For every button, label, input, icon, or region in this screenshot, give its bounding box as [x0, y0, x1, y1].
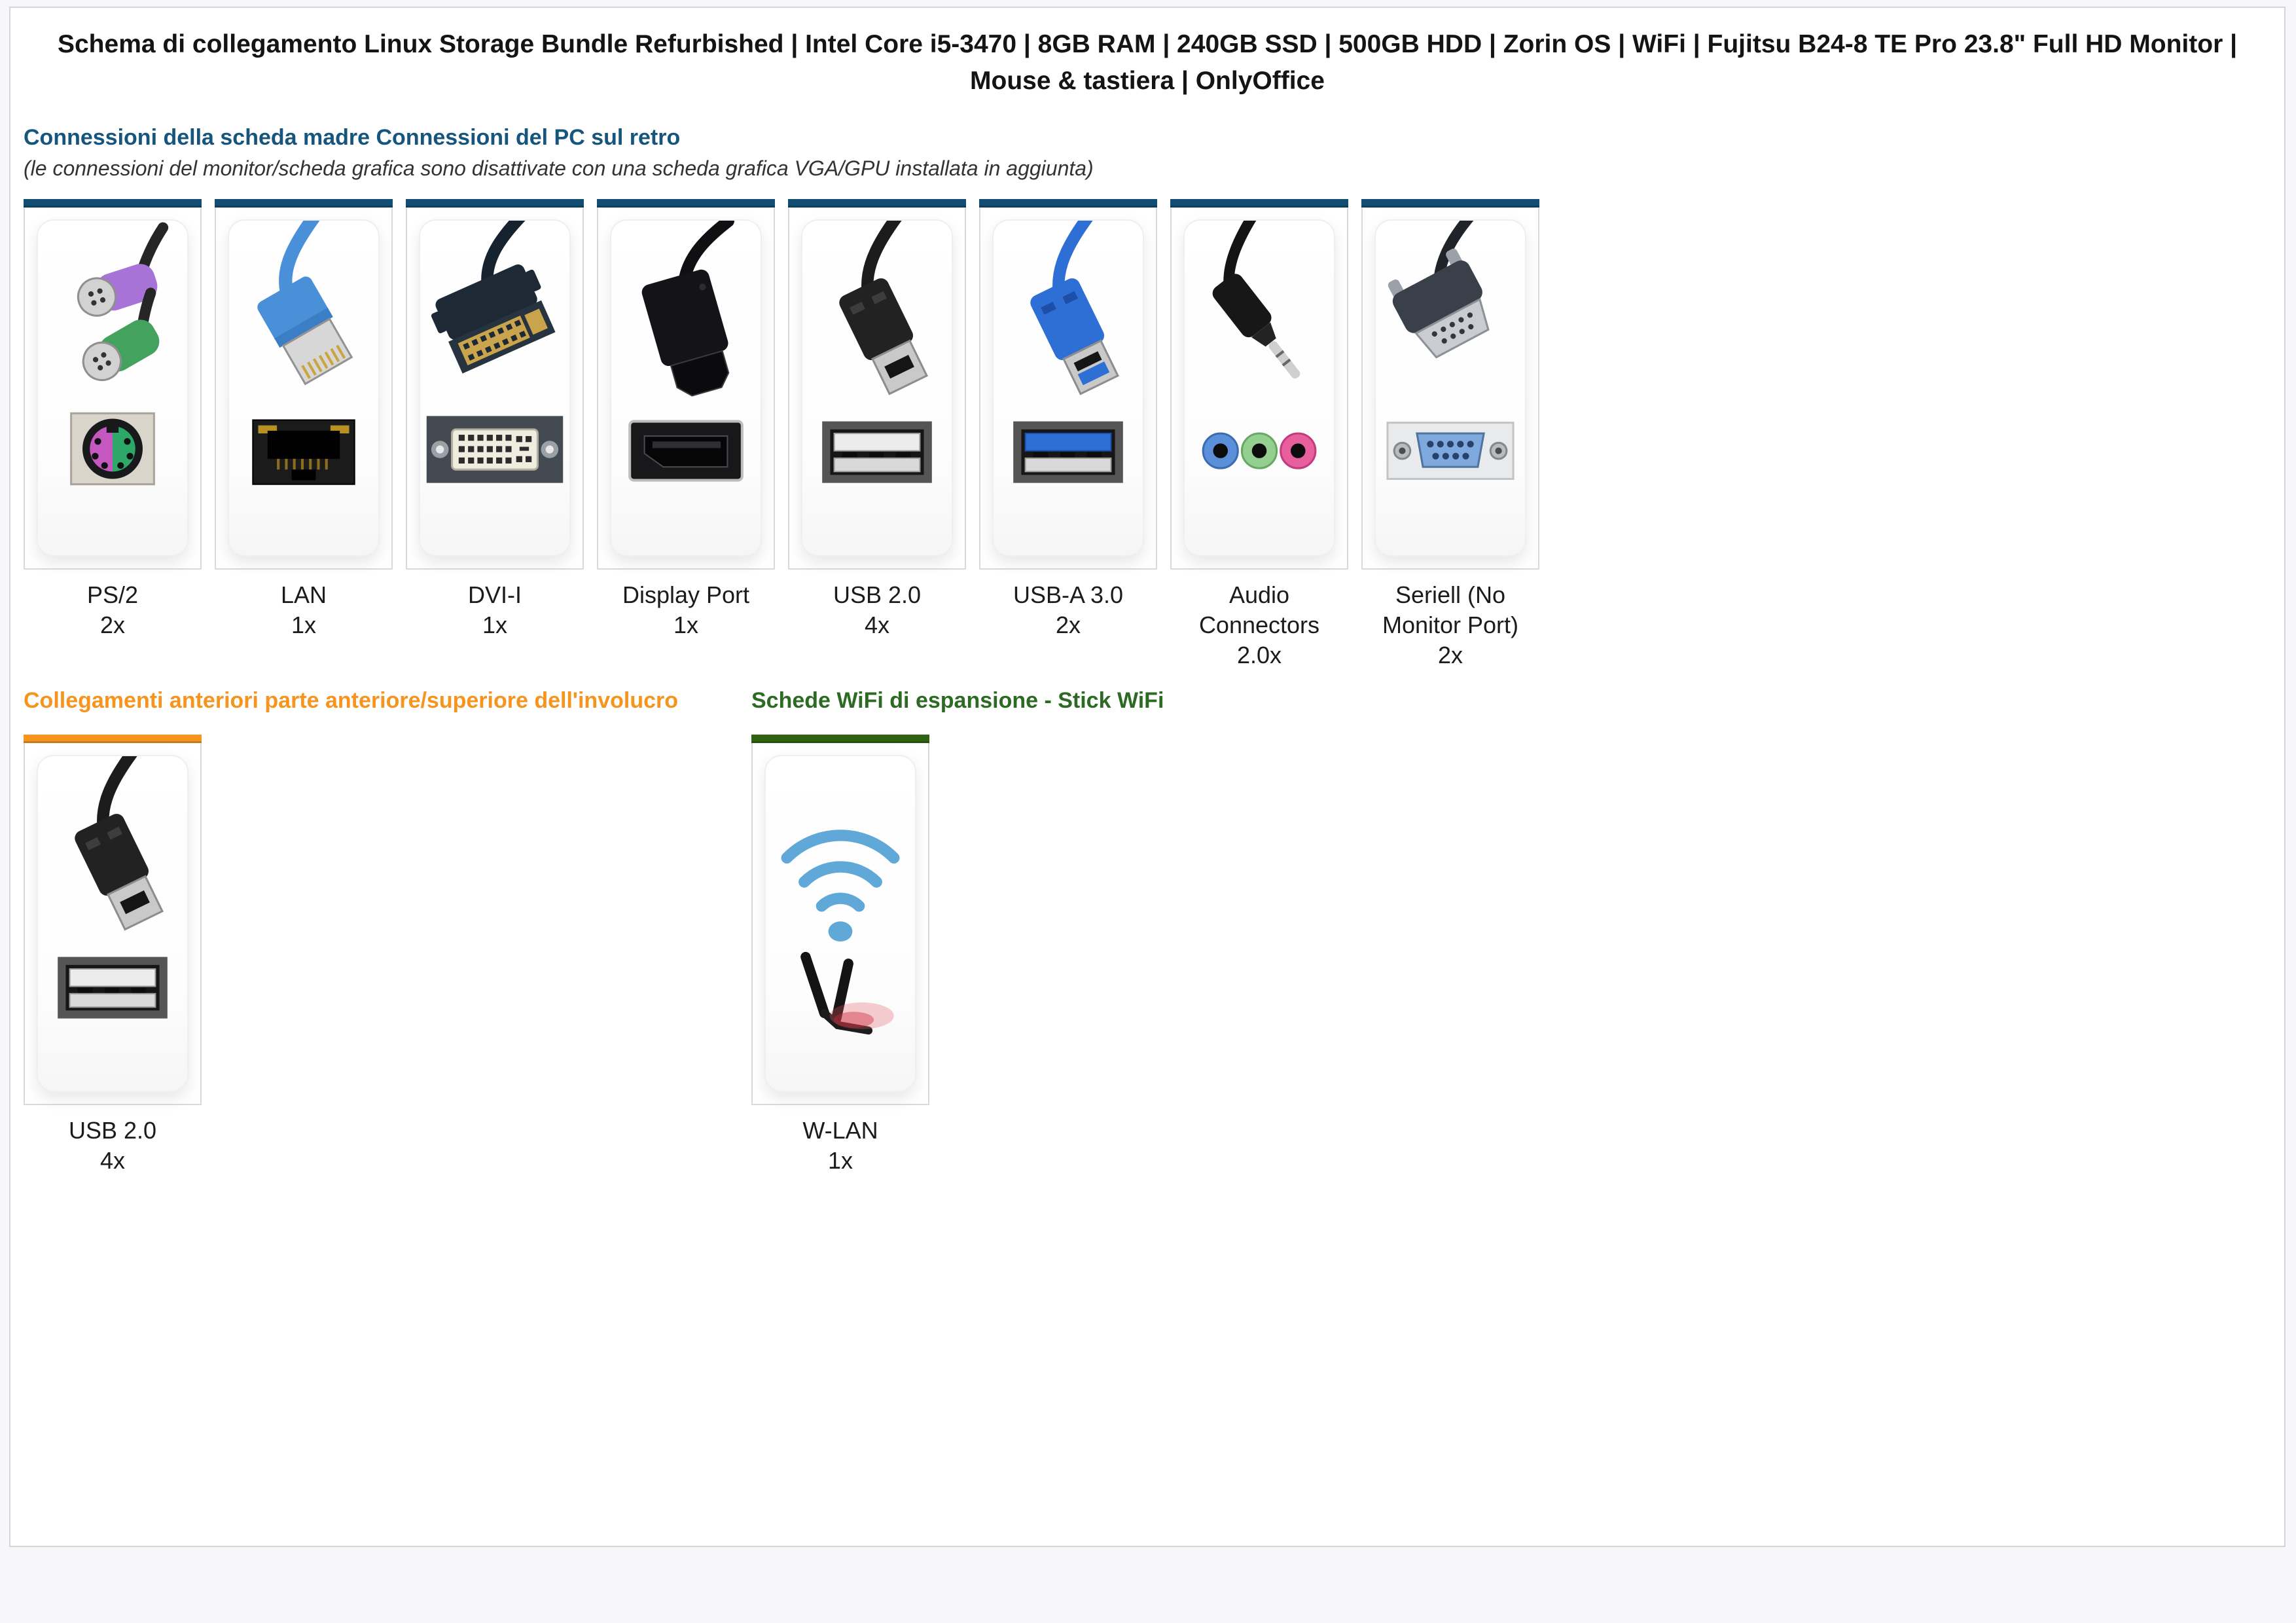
connector-card-dvi: DVI-I 1x — [406, 199, 584, 640]
connector-plate — [1374, 219, 1526, 556]
connector-count: 1x — [291, 611, 317, 638]
ps2-connector-image — [70, 222, 169, 486]
connector-plate — [1183, 219, 1335, 556]
wifi-card-row: W-LAN 1x — [751, 735, 1164, 1176]
audio-connector-image — [1202, 221, 1317, 469]
card-accent-bar — [751, 735, 929, 743]
connector-card-wlan: W-LAN 1x — [751, 735, 929, 1176]
front-card-row: USB 2.0 4x — [24, 735, 751, 1176]
connector-count: 2.0x — [1236, 642, 1282, 668]
connector-count: 4x — [864, 611, 890, 638]
card-accent-bar — [24, 735, 202, 743]
card-box — [751, 743, 929, 1105]
section-front-connections: Collegamenti anteriori parte anteriore/s… — [24, 686, 751, 1176]
connector-label: USB 2.0 — [68, 1117, 157, 1144]
connector-plate — [801, 219, 953, 556]
card-accent-bar — [24, 199, 202, 208]
card-box — [1170, 208, 1348, 570]
lan-connector-image — [252, 221, 355, 485]
connector-card-usb2: USB 2.0 4x — [788, 199, 966, 640]
usb3-connector-image — [1013, 221, 1123, 483]
connector-card-serial: Seriell (No Monitor Port) 2x — [1361, 199, 1539, 670]
page-frame: Schema di collegamento Linux Storage Bun… — [9, 7, 2286, 1547]
connector-label: W-LAN — [802, 1117, 878, 1144]
card-box — [1361, 208, 1539, 570]
connector-plate — [37, 755, 188, 1092]
connector-count: 1x — [673, 611, 699, 638]
rear-section-heading: Connessioni della scheda madre Connessio… — [24, 125, 681, 150]
wifi-section-heading: Schede WiFi di espansione - Stick WiFi — [751, 688, 1164, 713]
connector-card-displayport: Display Port 1x — [597, 199, 775, 640]
connector-plate — [610, 219, 762, 556]
dvi-connector-image — [426, 221, 564, 483]
connector-card-audio: Audio Connectors 2.0x — [1170, 199, 1348, 670]
card-box — [597, 208, 775, 570]
card-accent-bar — [215, 199, 393, 208]
connector-label: DVI-I — [467, 581, 522, 608]
serial-connector-image — [1386, 221, 1515, 481]
connector-label: PS/2 — [86, 581, 139, 608]
connector-plate — [764, 755, 916, 1092]
connector-count: 2x — [1437, 642, 1463, 668]
connector-count: 4x — [99, 1147, 126, 1174]
section-wifi-expansion: Schede WiFi di espansione - Stick WiFi W… — [751, 686, 1164, 1176]
section-rear-connections: Connessioni della scheda madre Connessio… — [24, 123, 2271, 670]
connector-label: LAN — [280, 581, 327, 608]
connector-card-lan: LAN 1x — [215, 199, 393, 640]
usb2-connector-image — [822, 221, 932, 483]
rear-section-note: (le connessioni del monitor/scheda grafi… — [24, 156, 1094, 180]
wlan-connector-image — [781, 830, 900, 1035]
card-accent-bar — [1170, 199, 1348, 208]
card-box — [788, 208, 966, 570]
page-title: Schema di collegamento Linux Storage Bun… — [57, 30, 2237, 95]
connector-plate — [419, 219, 571, 556]
card-accent-bar — [788, 199, 966, 208]
connector-label: Seriell (No Monitor Port) — [1382, 581, 1519, 638]
connector-plate — [228, 219, 380, 556]
connector-label: USB-A 3.0 — [1013, 581, 1124, 608]
connector-count: 1x — [482, 611, 508, 638]
connector-label: Display Port — [622, 581, 750, 608]
displayport-connector-image — [628, 221, 744, 482]
card-accent-bar — [597, 199, 775, 208]
card-box — [979, 208, 1157, 570]
connector-card-usb3: USB-A 3.0 2x — [979, 199, 1157, 640]
rear-card-row: PS/2 2x L — [24, 199, 2271, 670]
card-box — [215, 208, 393, 570]
connector-plate — [992, 219, 1144, 556]
connector-count: 1x — [827, 1147, 853, 1174]
front-section-heading: Collegamenti anteriori parte anteriore/s… — [24, 688, 678, 713]
card-accent-bar — [406, 199, 584, 208]
connector-card-ps2: PS/2 2x — [24, 199, 202, 640]
connector-card-usb2: USB 2.0 4x — [24, 735, 202, 1176]
connector-count: 2x — [99, 611, 126, 638]
card-accent-bar — [979, 199, 1157, 208]
connector-label: Audio Connectors — [1198, 581, 1320, 638]
card-box — [24, 743, 202, 1105]
usb2-connector-image — [58, 756, 168, 1019]
connector-label: USB 2.0 — [833, 581, 922, 608]
card-box — [406, 208, 584, 570]
card-accent-bar — [1361, 199, 1539, 208]
bottom-sections: Collegamenti anteriori parte anteriore/s… — [24, 686, 2271, 1176]
connector-plate — [37, 219, 188, 556]
card-box — [24, 208, 202, 570]
connector-count: 2x — [1055, 611, 1081, 638]
